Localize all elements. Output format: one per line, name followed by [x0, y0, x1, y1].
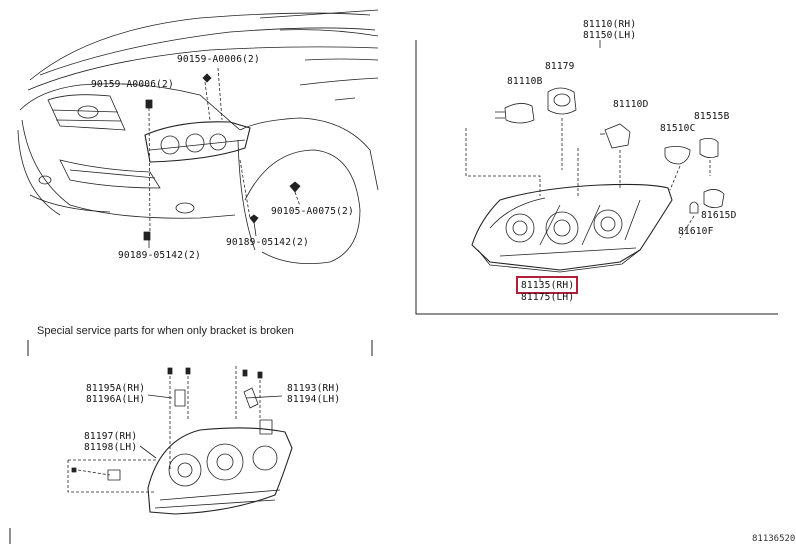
callout-81196a-lh[interactable]: 81196A(LH)	[86, 394, 146, 405]
figure-number: 81136520	[752, 534, 796, 544]
callout-81195a-rh[interactable]: 81195A(RH)	[86, 383, 146, 394]
callout-81193-rh[interactable]: 81193(RH)	[287, 383, 341, 394]
callout-81175-lh[interactable]: 81175(LH)	[521, 292, 575, 303]
callout-90159-a0006-left[interactable]: 90159-A0006(2)	[91, 79, 174, 90]
callout-81110-rh[interactable]: 81110(RH)	[583, 19, 637, 30]
callout-90159-a0006-top[interactable]: 90159-A0006(2)	[177, 54, 260, 65]
callout-81194-lh[interactable]: 81194(LH)	[287, 394, 341, 405]
callout-81615d[interactable]: 81615D	[701, 210, 737, 221]
callout-81197-rh[interactable]: 81197(RH)	[84, 431, 138, 442]
callout-81110d[interactable]: 81110D	[613, 99, 649, 110]
callout-81610f[interactable]: 81610F	[678, 226, 714, 237]
headlamp-exploded-view	[415, 40, 778, 315]
callout-81150-lh[interactable]: 81150(LH)	[583, 30, 637, 41]
highlight-box-81135	[516, 276, 578, 294]
callout-90189-05142-right[interactable]: 90189-05142(2)	[226, 237, 309, 248]
bracket-parts-view	[9, 340, 373, 544]
callout-81510c[interactable]: 81510C	[660, 123, 696, 134]
callout-81110b[interactable]: 81110B	[507, 76, 543, 87]
vehicle-front-illustration	[17, 9, 379, 264]
callout-81135-rh[interactable]: 81135(RH)	[521, 280, 575, 291]
callout-90189-05142-left[interactable]: 90189-05142(2)	[118, 250, 201, 261]
callout-81198-lh[interactable]: 81198(LH)	[84, 442, 138, 453]
callout-81515b[interactable]: 81515B	[694, 111, 730, 122]
callout-81179[interactable]: 81179	[545, 61, 575, 72]
section-caption: Special service parts for when only brac…	[37, 325, 294, 337]
callout-90105-a0075[interactable]: 90105-A0075(2)	[271, 206, 354, 217]
